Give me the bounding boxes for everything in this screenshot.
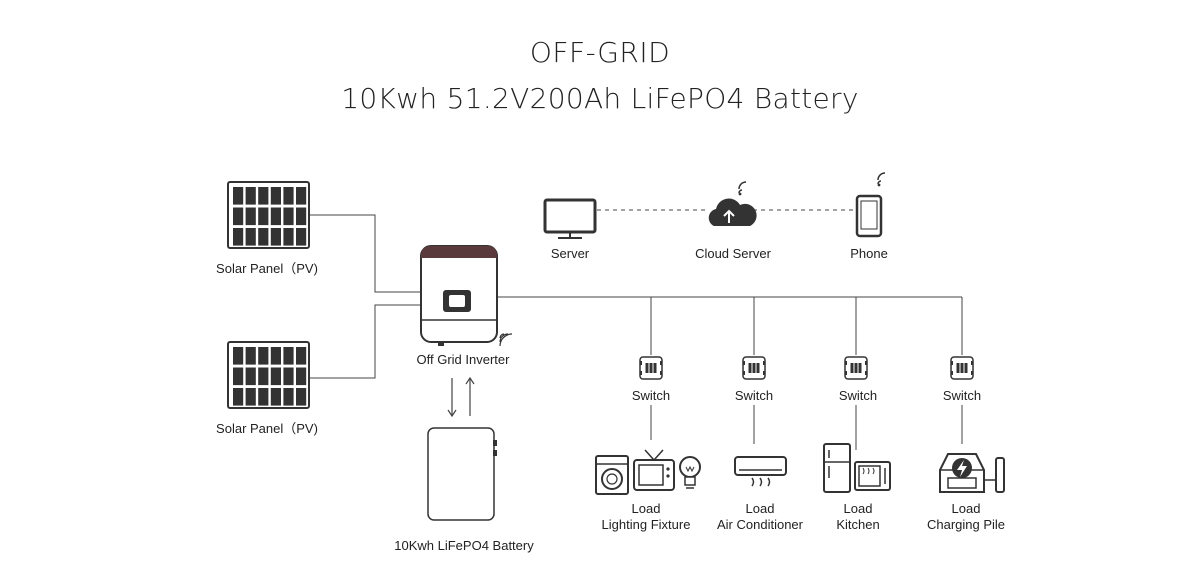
cloud-server-icon bbox=[708, 181, 757, 226]
charging-pile-icon bbox=[939, 453, 1005, 493]
server-icon bbox=[543, 198, 597, 239]
load-name: Air Conditioner bbox=[717, 517, 803, 532]
solar-panel-top-icon bbox=[227, 181, 310, 249]
switch-label: Switch bbox=[838, 388, 878, 403]
load-label: Load bbox=[843, 501, 873, 516]
switch-label: Switch bbox=[734, 388, 774, 403]
solar-panel-top-label: Solar Panel（PV) bbox=[216, 261, 318, 276]
light-bulb-icon bbox=[679, 456, 701, 489]
switch-label: Switch bbox=[631, 388, 671, 403]
load-name: Kitchen bbox=[836, 517, 880, 532]
air-conditioner-icon bbox=[734, 456, 787, 487]
load-name: Lighting Fixture bbox=[601, 517, 691, 532]
tv-icon bbox=[633, 449, 675, 491]
switch-label: Switch bbox=[942, 388, 982, 403]
switch-icons bbox=[639, 356, 974, 380]
battery-label: 10Kwh LiFePO4 Battery bbox=[394, 538, 534, 553]
inverter-icon bbox=[420, 245, 513, 347]
load-name: Charging Pile bbox=[926, 517, 1006, 532]
microwave-icon bbox=[854, 461, 891, 491]
cloud-server-label: Cloud Server bbox=[695, 246, 771, 261]
load-label: Load bbox=[745, 501, 775, 516]
charge-discharge-arrows bbox=[447, 376, 475, 418]
battery-icon bbox=[427, 427, 497, 521]
phone-label: Phone bbox=[850, 246, 888, 261]
diagram-subtitle: 10Kwh 51.2V200Ah LiFePO4 Battery bbox=[341, 82, 859, 115]
pv-top-wire bbox=[310, 214, 420, 293]
diagram-title: OFF-GRID bbox=[529, 36, 671, 69]
server-label: Server bbox=[550, 246, 590, 261]
pv-bottom-wire bbox=[310, 304, 420, 379]
inverter-label: Off Grid Inverter bbox=[416, 352, 510, 367]
connection-lines bbox=[310, 209, 963, 450]
phone-icon bbox=[855, 172, 886, 238]
solar-panel-bottom-icon bbox=[227, 341, 310, 409]
refrigerator-icon bbox=[823, 443, 851, 493]
load-label: Load bbox=[631, 501, 661, 516]
washing-machine-icon bbox=[595, 455, 629, 495]
solar-panel-bottom-label: Solar Panel（PV) bbox=[216, 421, 318, 436]
load-label: Load bbox=[951, 501, 981, 516]
